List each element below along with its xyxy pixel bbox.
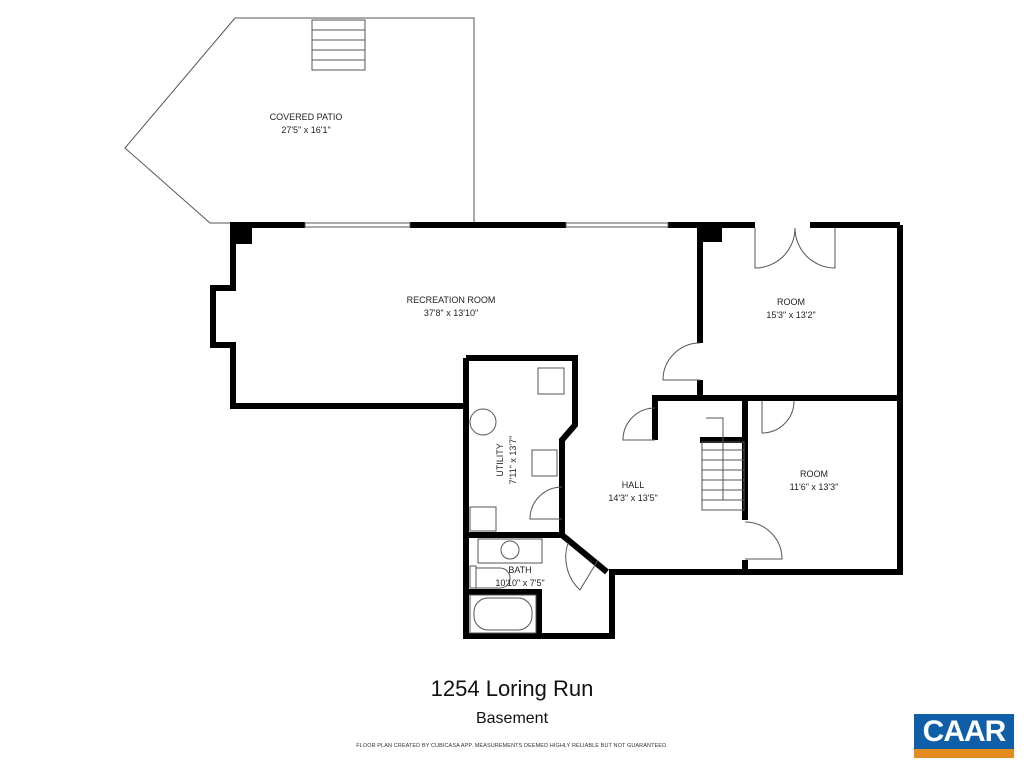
room-name: UTILITY	[495, 443, 505, 477]
address-title: 1254 Loring Run	[430, 676, 594, 701]
room-name: RECREATION ROOM	[407, 295, 496, 305]
room-name: BATH	[508, 565, 531, 575]
room-name: HALL	[622, 480, 645, 490]
room-size: 15'3" x 13'2"	[766, 310, 815, 320]
room-name: ROOM	[800, 469, 828, 479]
room-size: 37'8" x 13'10"	[424, 308, 478, 318]
room-size: 7'11" x 13'7"	[508, 436, 518, 485]
room-size: 14'3" x 13'5"	[608, 493, 657, 503]
covered-patio	[124, 17, 475, 224]
room-size: 11'6" x 13'3"	[790, 482, 839, 492]
wall-columns	[230, 222, 722, 244]
level-label: Basement	[475, 710, 549, 727]
room-size: 10'10" x 7'5"	[495, 578, 544, 588]
openings	[304, 222, 836, 634]
room-name: COVERED PATIO	[270, 112, 343, 122]
room-size: 27'5" x 16'1"	[281, 125, 330, 135]
room-name: ROOM	[777, 297, 805, 307]
caar-logo: CAAR	[914, 714, 1014, 758]
walls	[210, 222, 903, 639]
disclaimer: FLOOR PLAN CREATED BY CUBICASA APP. MEAS…	[356, 743, 668, 749]
